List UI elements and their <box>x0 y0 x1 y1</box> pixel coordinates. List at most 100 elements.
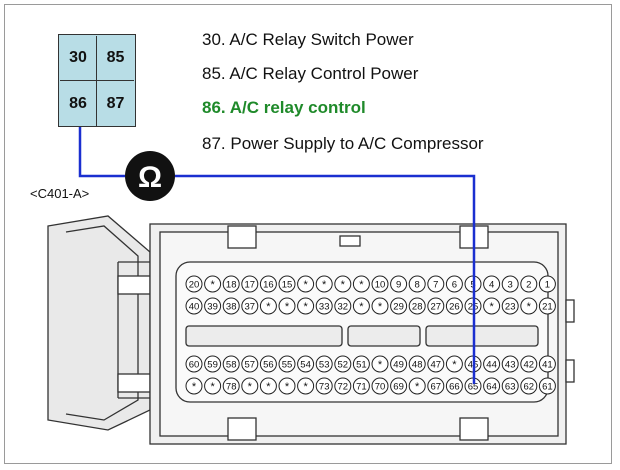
pin-label: * <box>378 359 383 371</box>
pin-72: 72 <box>334 377 352 395</box>
pin-label: 44 <box>486 360 497 371</box>
pin-label: * <box>415 381 420 393</box>
pin-label: 47 <box>431 360 442 371</box>
relay-pin-30: 30 <box>60 36 97 81</box>
connector-label: <C401-A> <box>30 186 90 201</box>
pin-label: 43 <box>505 360 516 371</box>
pin-label: * <box>248 381 253 393</box>
wire-to-connector <box>175 174 476 384</box>
pin-1: 1 <box>538 275 556 293</box>
pin-27: 27 <box>427 297 445 315</box>
pin-empty: * <box>204 377 222 395</box>
pin-label: 67 <box>431 382 442 393</box>
pin-label: 18 <box>226 280 237 291</box>
pin-empty: * <box>334 275 352 293</box>
pin-label: * <box>285 301 290 313</box>
pin-empty: * <box>371 355 389 373</box>
pin-label: * <box>322 279 327 291</box>
pin-empty: * <box>259 377 277 395</box>
pin-empty: * <box>297 275 315 293</box>
pin-label: * <box>359 279 364 291</box>
pin-label: 26 <box>449 302 460 313</box>
pin-label: 23 <box>505 302 516 313</box>
pin-label: * <box>192 381 197 393</box>
pin-empty: * <box>445 355 463 373</box>
pin-64: 64 <box>483 377 501 395</box>
pin-54: 54 <box>297 355 315 373</box>
pin-label: 4 <box>489 280 494 291</box>
pin-48: 48 <box>408 355 426 373</box>
pin-71: 71 <box>352 377 370 395</box>
pin-label: 63 <box>505 382 516 393</box>
diagram-frame <box>4 4 612 464</box>
pin-10: 10 <box>371 275 389 293</box>
pin-63: 63 <box>501 377 519 395</box>
pin-label: 59 <box>207 360 218 371</box>
pin-37: 37 <box>241 297 259 315</box>
pin-67: 67 <box>427 377 445 395</box>
pin-label: * <box>266 381 271 393</box>
pin-78: 78 <box>222 377 240 395</box>
legend-item-86: 86. A/C relay control <box>202 98 366 117</box>
pin-18: 18 <box>222 275 240 293</box>
ohmmeter-symbol <box>125 151 175 201</box>
pin-43: 43 <box>501 355 519 373</box>
pin-41: 41 <box>538 355 556 373</box>
pin-2: 2 <box>520 275 538 293</box>
keying-bar-right <box>425 325 539 347</box>
pin-label: 17 <box>245 280 256 291</box>
meter-wires: Ω <box>78 126 476 384</box>
pin-empty: * <box>278 377 296 395</box>
pin-label: * <box>303 279 308 291</box>
pin-label: * <box>452 359 457 371</box>
legend-item-30: 30. A/C Relay Switch Power <box>202 30 414 49</box>
pin-39: 39 <box>204 297 222 315</box>
pin-label: 28 <box>412 302 423 313</box>
relay-pin-85: 85 <box>97 36 134 81</box>
pin-57: 57 <box>241 355 259 373</box>
pin-label: 52 <box>338 360 349 371</box>
pin-73: 73 <box>315 377 333 395</box>
pin-empty: * <box>241 377 259 395</box>
pin-empty: * <box>371 297 389 315</box>
pin-label: 2 <box>526 280 531 291</box>
pin-label: * <box>378 301 383 313</box>
pin-9: 9 <box>390 275 408 293</box>
pin-28: 28 <box>408 297 426 315</box>
pin-label: 51 <box>356 360 367 371</box>
pin-empty: * <box>520 297 538 315</box>
pin-label: 62 <box>524 382 535 393</box>
pin-label: 73 <box>319 382 330 393</box>
pin-label: 42 <box>524 360 535 371</box>
pin-52: 52 <box>334 355 352 373</box>
pin-label: 15 <box>282 280 293 291</box>
pin-label: * <box>210 381 215 393</box>
pin-40: 40 <box>185 297 203 315</box>
pin-empty: * <box>259 297 277 315</box>
pin-62: 62 <box>520 377 538 395</box>
pin-15: 15 <box>278 275 296 293</box>
pin-empty: * <box>278 297 296 315</box>
pin-label: 61 <box>542 382 553 393</box>
pin-66: 66 <box>445 377 463 395</box>
pin-label: 55 <box>282 360 293 371</box>
legend-item-87: 87. Power Supply to A/C Compressor <box>202 134 484 153</box>
pin-label: 37 <box>245 302 256 313</box>
pin-label: 33 <box>319 302 330 313</box>
pin-label: 58 <box>226 360 237 371</box>
pin-16: 16 <box>259 275 277 293</box>
pin-53: 53 <box>315 355 333 373</box>
pin-label: 32 <box>338 302 349 313</box>
pin-49: 49 <box>390 355 408 373</box>
pin-label: 1 <box>545 280 550 291</box>
pin-label: * <box>341 279 346 291</box>
pin-label: * <box>266 301 271 313</box>
pin-label: 40 <box>189 302 200 313</box>
pin-empty: * <box>408 377 426 395</box>
connector-housing <box>47 215 575 445</box>
pin-label: 69 <box>393 382 404 393</box>
ohm-icon: Ω <box>138 161 162 194</box>
pin-label: 39 <box>207 302 218 313</box>
pin-51: 51 <box>352 355 370 373</box>
